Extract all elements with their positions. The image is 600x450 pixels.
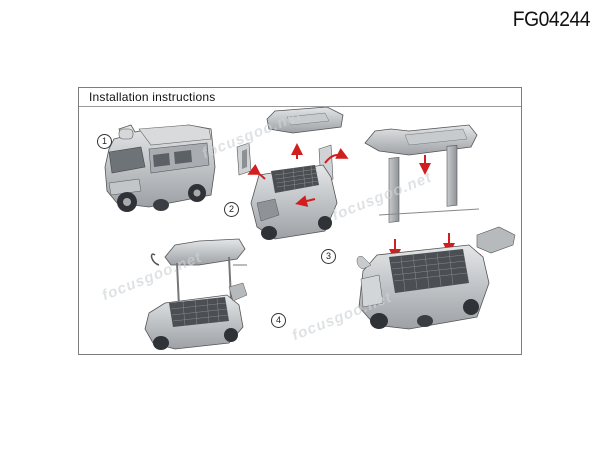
- step1-van: [104, 124, 216, 212]
- instruction-header: Installation instructions: [79, 88, 521, 107]
- instruction-title: Installation instructions: [89, 90, 216, 104]
- product-code: FG04244: [512, 8, 591, 31]
- assembly-illustration: [104, 107, 516, 350]
- step-number-4: 4: [271, 313, 286, 328]
- instruction-panel: Installation instructions: [78, 87, 522, 355]
- step4-assembled: [144, 238, 248, 350]
- step-number-3: 3: [321, 249, 336, 264]
- step3-exploded: [356, 124, 516, 330]
- step2-exploded: [236, 107, 349, 240]
- step-number-2: 2: [224, 202, 239, 217]
- step-number-1: 1: [97, 134, 112, 149]
